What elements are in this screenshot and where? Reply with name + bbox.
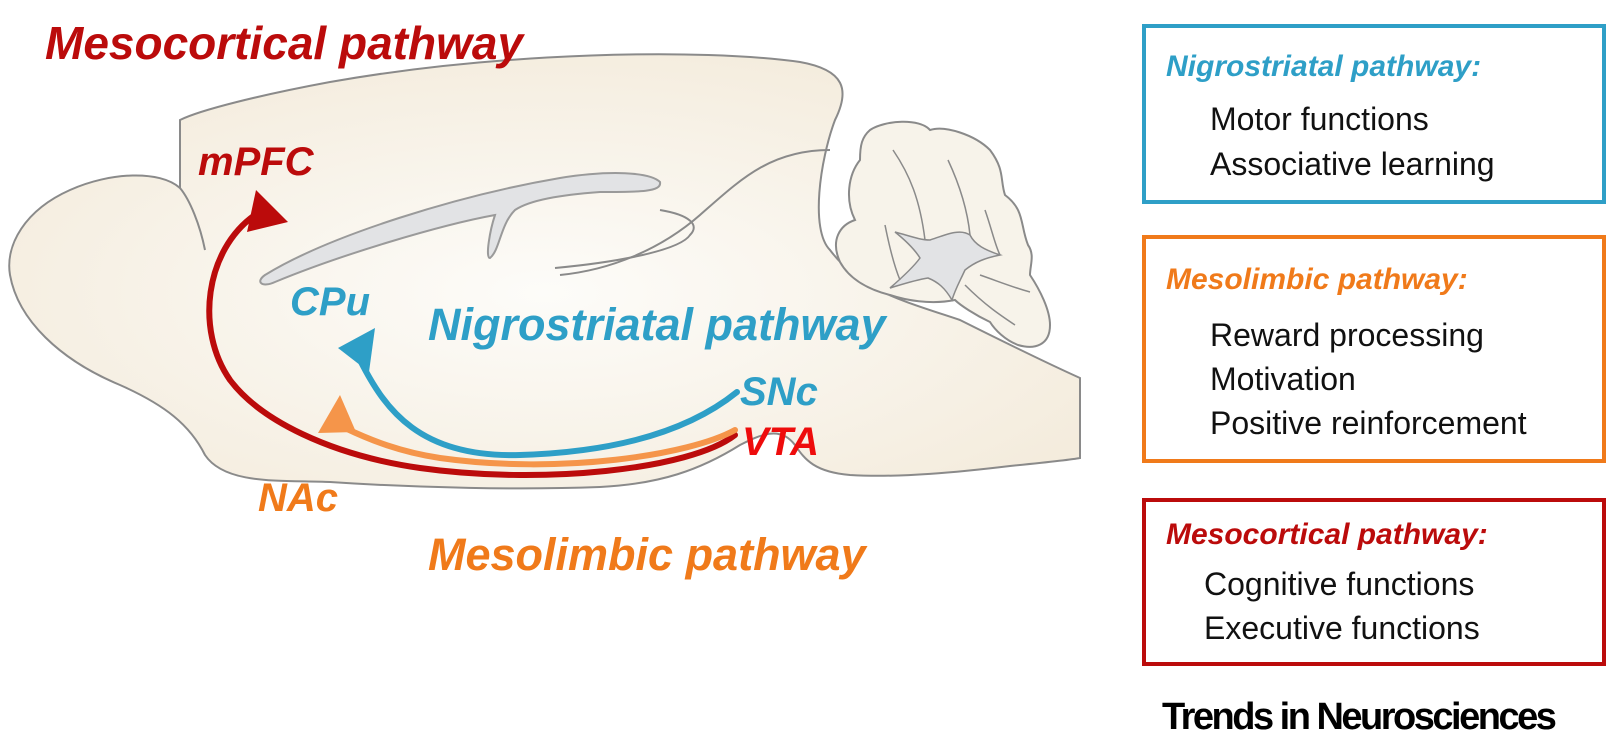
journal-credit: Trends in Neurosciences [1162,696,1557,738]
legend-title-mesocortical: Mesocortical pathway: [1166,518,1488,551]
nigrostriatal-pathway-line [357,357,740,459]
mesolimbic-pathway-label: Mesolimbic pathway [428,529,866,580]
legend-box-nigrostriatal: Nigrostriatal pathway: Motor functions A… [1142,24,1606,204]
region-label-mpfc: mPFC [198,140,314,184]
olfactory-notch [179,187,206,251]
mesolimbic-arrowhead [318,395,356,433]
legend-title-nigrostriatal: Nigrostriatal pathway: [1166,50,1482,83]
region-label-snc: SNc [740,370,818,414]
brain-outline [8,53,1081,490]
cortical-boundary [559,149,831,276]
legend-item: Positive reinforcement [1210,405,1527,441]
legend-title-mesolimbic: Mesolimbic pathway: [1166,263,1468,296]
mesocortical-arrowhead [247,190,288,232]
region-label-nac: NAc [258,476,339,520]
legend-item: Motor functions [1210,101,1429,137]
mesocortical-pathway-title: Mesocortical pathway [45,17,524,69]
legend-item: Associative learning [1210,146,1495,182]
lateral-ventricle [259,172,662,286]
cerebellar-arbor [889,231,1003,302]
legend-item: Executive functions [1204,610,1480,646]
cerebellum [835,120,1052,348]
nigrostriatal-pathway-label: Nigrostriatal pathway [428,299,886,350]
legend-item: Cognitive functions [1204,566,1475,602]
nigrostriatal-arrowhead [338,328,375,372]
legend-box-mesolimbic: Mesolimbic pathway: Reward processing Mo… [1142,235,1606,463]
legend-item: Reward processing [1210,317,1484,353]
legend-box-mesocortical: Mesocortical pathway: Cognitive function… [1142,498,1606,666]
cerebellar-folia [884,149,1031,326]
region-label-cpu: CPu [290,280,370,324]
region-label-vta: VTA [742,420,820,464]
cortical-boundary-inner [554,209,695,269]
mesocortical-pathway-line [206,212,738,478]
legend-item: Motivation [1210,361,1356,397]
mesolimbic-pathway-line [342,425,738,468]
